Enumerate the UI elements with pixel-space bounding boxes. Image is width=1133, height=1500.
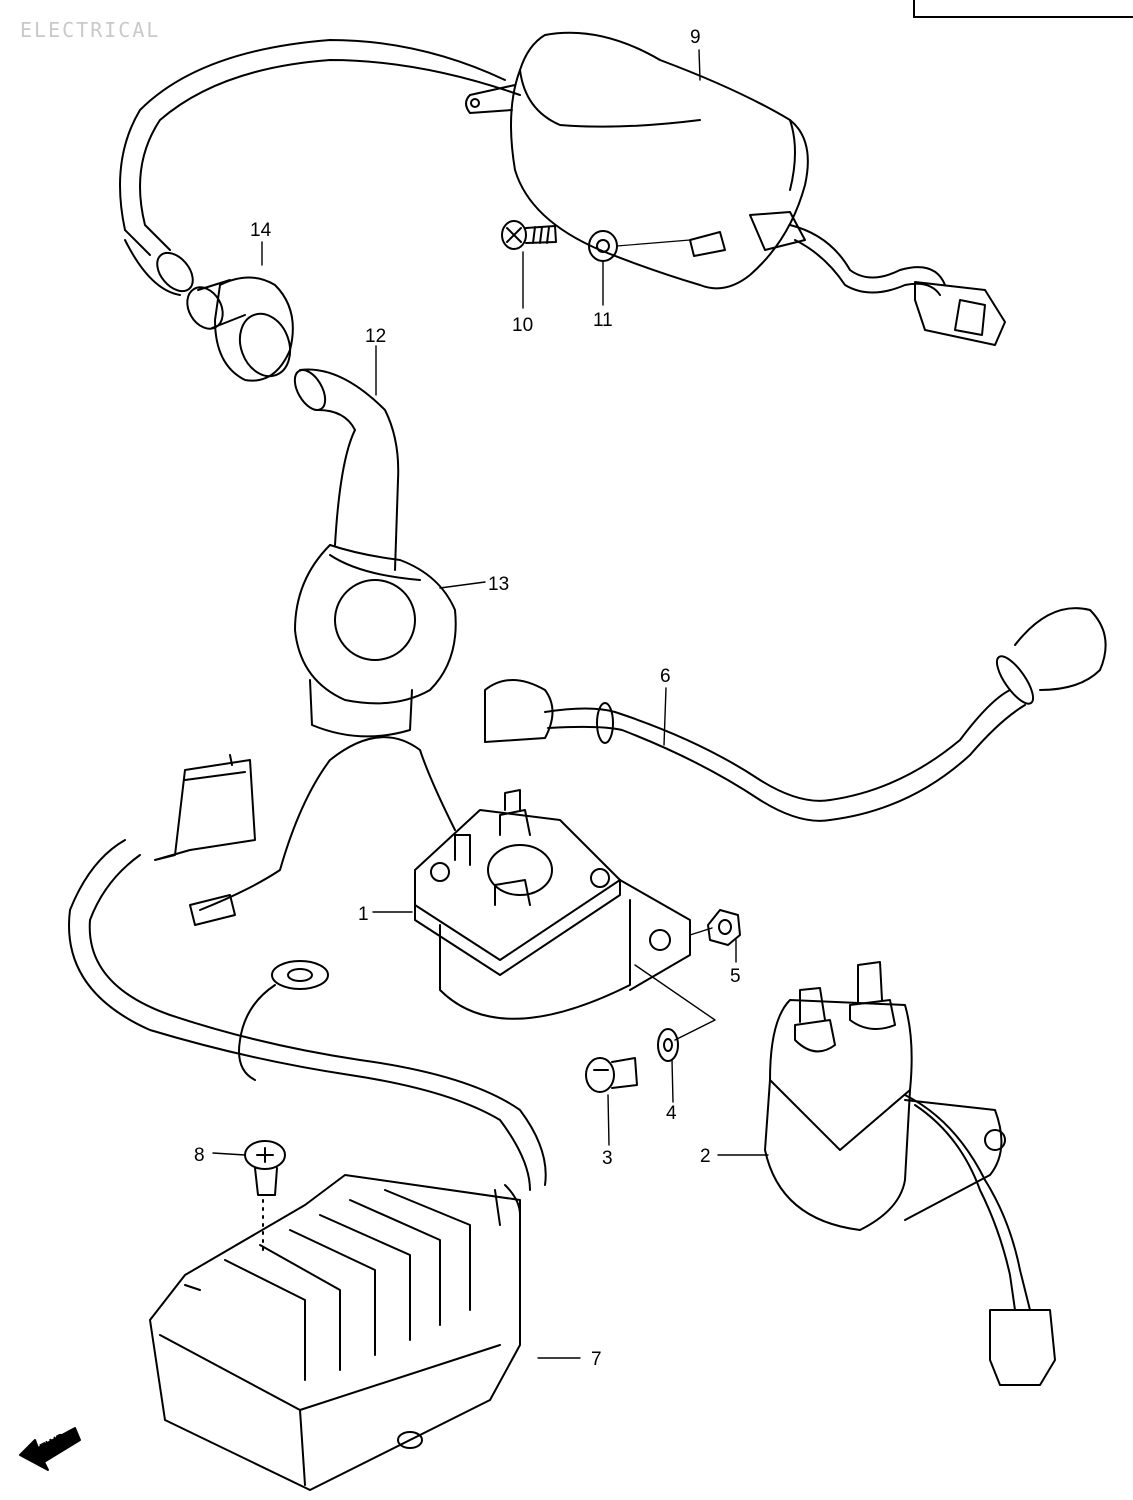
callout-6: 6 — [660, 666, 671, 687]
starter-relay-2 — [764, 961, 1056, 1386]
starter-relay-1 — [189, 736, 691, 1020]
diagram-title: ELECTRICAL — [20, 18, 161, 42]
callout-8: 8 — [194, 1145, 205, 1166]
callout-14: 14 — [250, 220, 272, 241]
callout-13: 13 — [488, 574, 509, 595]
callout-9: 9 — [690, 27, 701, 48]
regulator-harness — [68, 754, 547, 1226]
regulator-rectifier-7 — [149, 1174, 521, 1491]
nut-5 — [707, 909, 741, 946]
screw-8 — [244, 1140, 286, 1251]
leader-lines — [212, 49, 769, 1359]
callout-1: 1 — [358, 904, 369, 925]
washer-11 — [588, 230, 691, 262]
coil-lead-wire — [119, 39, 521, 296]
spark-plug-cap-12 — [293, 368, 400, 571]
callout-3: 3 — [602, 1148, 613, 1169]
callout-7: 7 — [591, 1349, 602, 1370]
callout-12: 12 — [365, 326, 386, 347]
callout-10: 10 — [512, 315, 533, 336]
screw-10 — [501, 220, 557, 250]
plug-lead-6 — [484, 607, 1107, 822]
callout-4: 4 — [666, 1103, 677, 1124]
assembly-indicator-lines — [634, 927, 716, 1041]
ignition-coil — [465, 31, 1006, 346]
title-frame-corner — [913, 0, 1133, 18]
callout-5: 5 — [730, 966, 741, 987]
forward-arrow — [19, 1427, 81, 1471]
callout-2: 2 — [700, 1146, 711, 1167]
cap-body-13 — [294, 544, 457, 738]
plug-boot-14 — [186, 276, 294, 382]
callout-11: 11 — [593, 310, 613, 331]
washer-4 — [657, 1028, 679, 1062]
screw-3 — [585, 1057, 638, 1093]
